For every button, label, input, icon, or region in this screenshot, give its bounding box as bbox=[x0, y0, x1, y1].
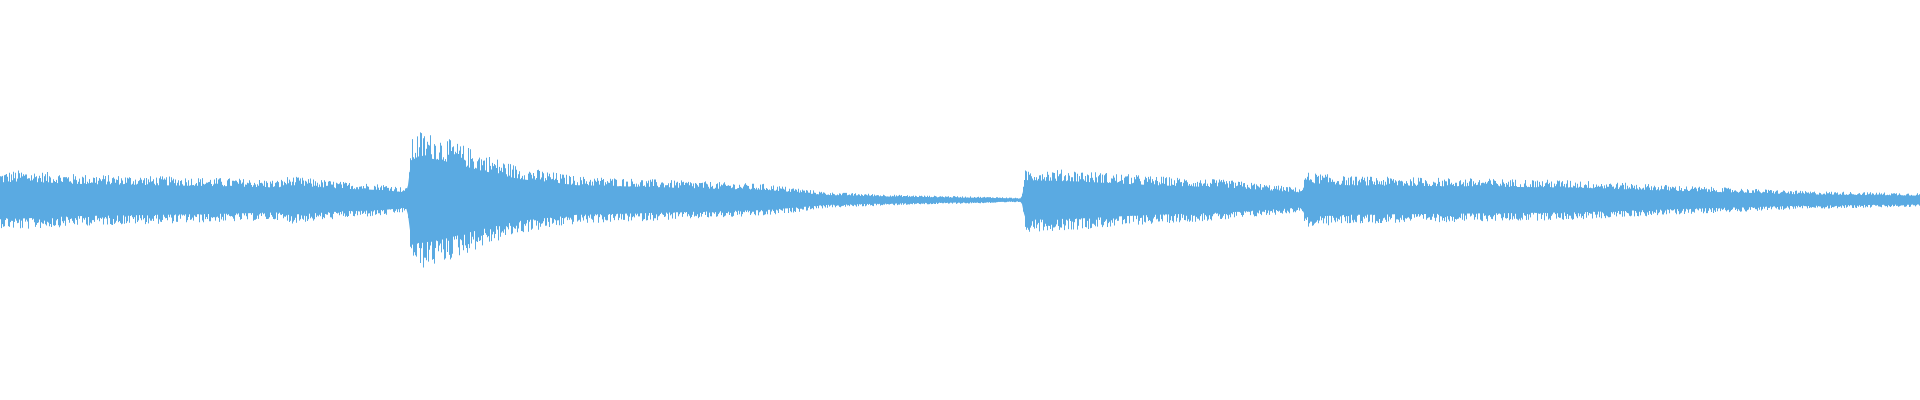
waveform-spikes bbox=[0, 132, 1920, 268]
